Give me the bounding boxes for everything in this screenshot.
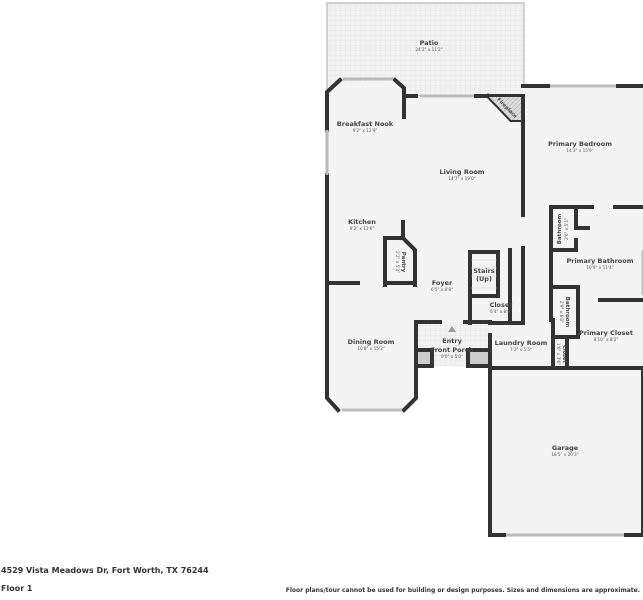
primary-closet-label: Primary Closet: [579, 329, 633, 337]
bathroom-2-dims: 2'9" x 6'0": [559, 301, 564, 323]
floor-label: Floor 1: [1, 584, 33, 593]
foyer-label: Foyer: [432, 279, 453, 287]
property-address: 4529 Vista Meadows Dr, Fort Worth, TX 76…: [1, 566, 209, 575]
kitchen-label: Kitchen: [348, 218, 376, 226]
breakfast-nook-dims: 9'2" x 12'9": [353, 128, 378, 133]
bathroom-1-dims: 2'6" x 5'1": [564, 218, 569, 240]
garage-label: Garage: [552, 444, 579, 452]
entry-dims: 9'0" x 5'0": [441, 354, 463, 359]
stair-treads: [471, 259, 497, 289]
laundry-room-dims: 7'3" x 5'5": [510, 347, 532, 352]
dining-room-label: Dining Room: [348, 338, 395, 346]
primary-bathroom-dims: 10'9" x 11'4": [586, 265, 613, 270]
entry-label: Entry: [442, 337, 462, 345]
living-room-dims: 14'7" x 19'0": [448, 176, 475, 181]
stairs-direction: (Up): [476, 275, 492, 283]
disclaimer: Floor plans/tour cannot be used for buil…: [285, 587, 640, 594]
closet-2-dims: 1'6" x 3'6": [556, 343, 561, 365]
primary-bedroom-dims: 14'3" x 15'9": [566, 148, 593, 153]
kitchen-dims: 9'2" x 13'6": [350, 226, 375, 231]
entry-arrow-icon: [448, 326, 456, 332]
windows: [325, 77, 643, 537]
foyer-dims: 6'5" x 8'8": [431, 287, 453, 292]
fireplace-hatch: [489, 97, 521, 120]
closet-1-label: Closet: [490, 301, 513, 309]
house-floor: [327, 80, 643, 535]
closet-1-dims: 6'4" x 8'8": [490, 309, 512, 314]
garage-dims: 18'5" x 20'3": [551, 452, 578, 457]
primary-closet-dims: 8'10" x 8'2": [594, 337, 619, 342]
closet-2-label: Closet: [561, 345, 567, 363]
primary-bedroom-label: Primary Bedroom: [548, 140, 612, 148]
patio-label: Patio: [420, 39, 439, 47]
living-room-label: Living Room: [439, 168, 484, 176]
pantry-label: Pantry: [400, 252, 406, 273]
patio-dims: 24'2" x 11'2": [415, 47, 442, 52]
breakfast-nook-label: Breakfast Nook: [337, 120, 394, 128]
primary-bathroom-label: Primary Bathroom: [566, 257, 633, 265]
bathroom-2-label: Bathroom: [564, 297, 570, 328]
front-porch-label: Front Porch: [431, 346, 474, 354]
bathroom-1-label: Bathroom: [557, 214, 563, 245]
dining-room-dims: 10'8" x 15'3": [357, 346, 384, 351]
walls: [325, 77, 643, 537]
stairs-label: Stairs: [473, 267, 495, 275]
laundry-room-label: Laundry Room: [495, 339, 548, 347]
pantry-dims: 2'2" x 5'3": [395, 251, 400, 273]
